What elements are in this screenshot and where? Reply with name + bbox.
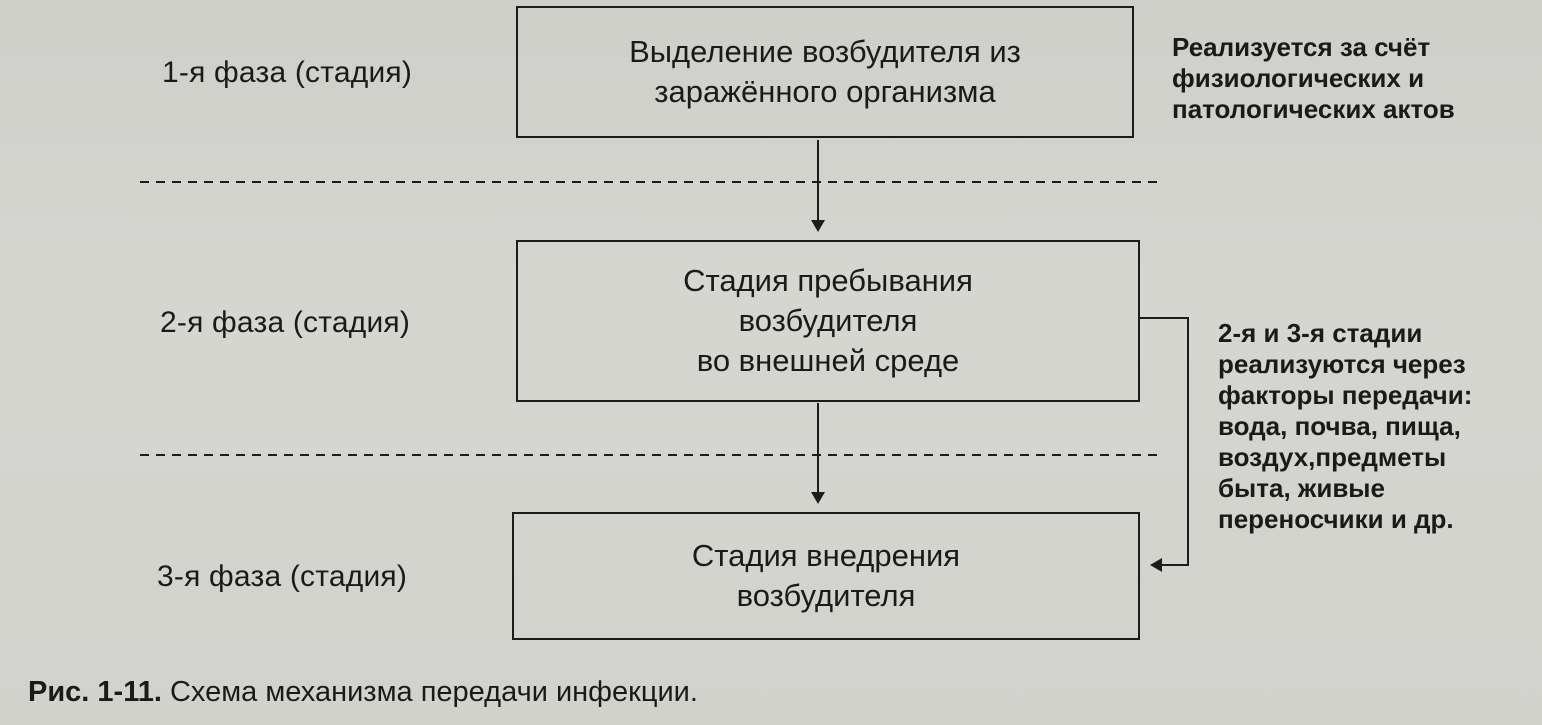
- note-phase-1: Реализуется за счёт физиологических и па…: [1172, 32, 1455, 125]
- note-phases-2-3-line-5: воздух,предметы: [1218, 442, 1447, 472]
- note-phases-2-3-line-4: вода, почва, пища,: [1218, 411, 1461, 441]
- note-phases-2-3-line-7: переносчики и др.: [1218, 504, 1454, 534]
- note-phase-1-line-3: патологических актов: [1172, 94, 1455, 124]
- note-phase-1-line-1: Реализуется за счёт: [1172, 32, 1431, 62]
- box-pathogen-entry: Стадия внедрения возбудителя: [512, 512, 1140, 640]
- note-phases-2-3-line-6: быта, живые: [1218, 473, 1385, 503]
- phase-3-label: 3-я фаза (стадия): [157, 560, 408, 593]
- note-phases-2-3-line-1: 2-я и 3-я стадии: [1218, 318, 1423, 348]
- phase-1-label: 1-я фаза (стадия): [162, 56, 413, 89]
- box-3-line-2: возбудителя: [736, 578, 916, 613]
- phase-2-label: 2-я фаза (стадия): [160, 306, 411, 339]
- bracket-phase2-to-phase3: [1140, 317, 1189, 572]
- figure-number: Рис. 1-11.: [28, 676, 162, 708]
- box-external-environment: Стадия пребывания возбудителя во внешней…: [516, 240, 1140, 402]
- note-phases-2-3-line-3: факторы передачи:: [1218, 380, 1473, 410]
- box-2-line-3: во внешней среде: [696, 343, 960, 378]
- note-phases-2-3: 2-я и 3-я стадии реализуются через факто…: [1218, 318, 1472, 535]
- note-phase-1-line-2: физиологических и: [1172, 63, 1425, 93]
- box-pathogen-release: Выделение возбудителя из заражённого орг…: [516, 6, 1134, 138]
- box-1-line-1: Выделение возбудителя из: [629, 34, 1021, 69]
- note-phases-2-3-line-2: реализуются через: [1218, 349, 1466, 379]
- figure-caption: Рис. 1-11. Схема механизма передачи инфе…: [28, 676, 698, 709]
- box-1-line-2: заражённого организма: [654, 74, 996, 109]
- box-2-line-2: возбудителя: [738, 303, 918, 338]
- box-2-line-1: Стадия пребывания: [683, 263, 973, 298]
- box-3-line-1: Стадия внедрения: [691, 538, 961, 573]
- figure-caption-text: Схема механизма передачи инфекции.: [169, 676, 698, 708]
